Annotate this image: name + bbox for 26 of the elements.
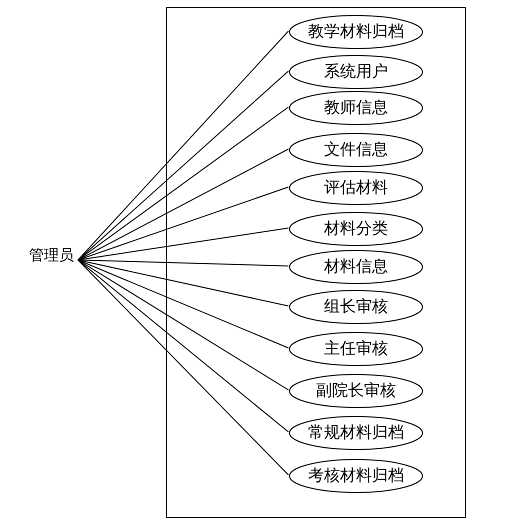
association-line xyxy=(78,70,289,260)
association-line xyxy=(78,260,289,348)
use-case-label: 材料分类 xyxy=(324,218,388,240)
use-case-label: 评估材料 xyxy=(324,178,388,198)
association-line xyxy=(78,260,289,432)
association-line xyxy=(78,260,289,266)
association-line xyxy=(78,186,289,260)
use-case-label: 文件信息 xyxy=(324,140,388,160)
use-case-label: 材料信息 xyxy=(324,256,388,278)
association-line xyxy=(78,30,289,260)
association-line xyxy=(78,260,289,390)
actor-label: 管理员 xyxy=(29,246,74,265)
use-case-label: 常规材料归档 xyxy=(308,422,404,444)
association-line xyxy=(78,106,289,260)
association-line xyxy=(78,228,289,260)
association-line xyxy=(78,260,289,306)
association-line xyxy=(78,148,289,260)
use-case-label: 系统用户 xyxy=(324,62,388,82)
system-boundary xyxy=(166,7,466,518)
association-line xyxy=(78,260,289,476)
use-case-label: 副院长审核 xyxy=(316,380,396,402)
use-case-label: 教师信息 xyxy=(324,98,388,118)
use-case-label: 主任审核 xyxy=(324,338,388,360)
use-case-label: 组长审核 xyxy=(324,296,388,318)
use-case-label: 教学材料归档 xyxy=(308,22,404,42)
use-case-label: 考核材料归档 xyxy=(308,466,404,486)
